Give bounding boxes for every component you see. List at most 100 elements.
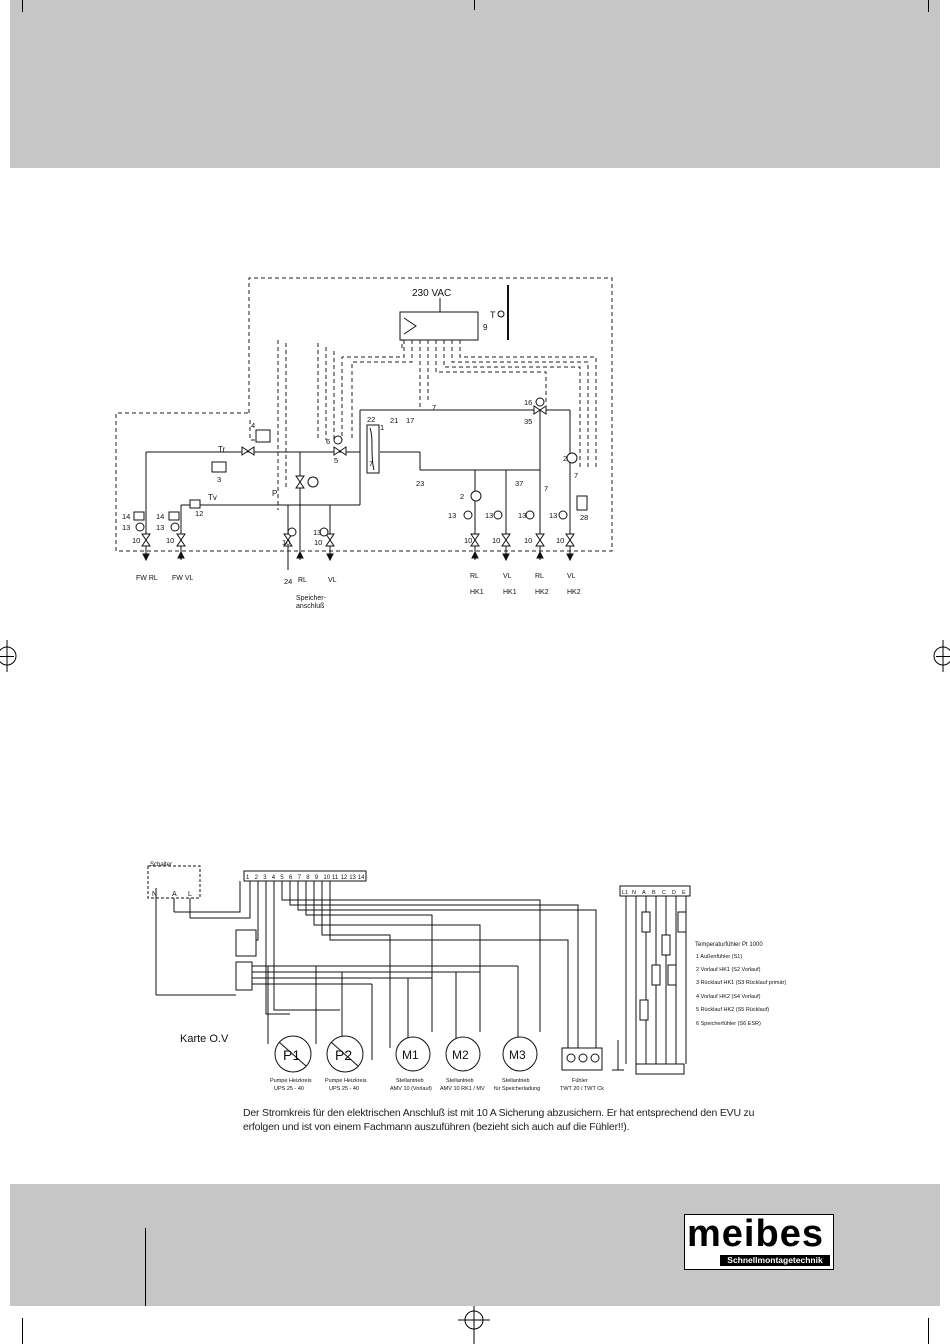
svg-text:14: 14 [156, 512, 164, 521]
svg-text:35: 35 [524, 417, 532, 426]
svg-text:HK1: HK1 [503, 589, 517, 596]
terminal-label: C [662, 890, 666, 896]
svg-text:13: 13 [448, 511, 456, 520]
registration-mark-right [933, 640, 950, 672]
svg-text:FW RL: FW RL [136, 575, 158, 582]
svg-text:37: 37 [515, 479, 523, 488]
terminal-label: 3 [263, 875, 267, 881]
svg-text:UPS 25 - 40: UPS 25 - 40 [274, 1086, 304, 1092]
svg-text:Fühler: Fühler [572, 1078, 588, 1084]
svg-text:21: 21 [390, 416, 398, 425]
terminal-label: D [672, 890, 676, 896]
meibes-logo: meibes Schnellmontagetechnik [684, 1213, 834, 1270]
terminal-label: 10 [323, 875, 330, 881]
svg-text:13: 13 [122, 523, 130, 532]
svg-text:7: 7 [574, 471, 578, 480]
svg-text:7: 7 [432, 403, 436, 412]
svg-text:Stellantrieb: Stellantrieb [396, 1078, 424, 1084]
svg-text:12: 12 [195, 509, 203, 518]
svg-text:17: 17 [406, 416, 414, 425]
svg-text:3: 3 [217, 475, 221, 484]
svg-text:RL: RL [298, 577, 307, 584]
svg-text:7: 7 [369, 459, 373, 468]
sensor-legend-items: 1 Außenfühler (S1) 2 Vorlauf HK1 (S2 Vor… [696, 954, 786, 1027]
svg-text:14: 14 [122, 512, 130, 521]
svg-text:4: 4 [251, 421, 255, 430]
terminal-label: 2 [255, 875, 259, 881]
svg-text:24: 24 [284, 577, 292, 586]
svg-text:TWT 20 / TWT Ck: TWT 20 / TWT Ck [560, 1086, 604, 1092]
svg-text:10: 10 [556, 536, 564, 545]
switch-box-title: Schalter [150, 862, 172, 868]
svg-text:Tr: Tr [218, 445, 226, 454]
terminal-label: A [642, 890, 646, 896]
svg-text:6: 6 [326, 437, 330, 446]
footer-divider [145, 1228, 146, 1306]
sensor-legend-title: Temperaturfühler Pt 1000 [695, 942, 763, 948]
wiring-safety-note: Der Stromkreis für den elektrischen Ansc… [243, 1107, 755, 1133]
svg-text:Speicher-: Speicher- [296, 595, 327, 602]
svg-text:10: 10 [464, 536, 472, 545]
terminal-label: 1 [246, 875, 250, 881]
terminal-label: 7 [298, 875, 302, 881]
terminal-label: 13 [349, 875, 356, 881]
terminal-label: 9 [315, 875, 319, 881]
terminal-label: 14 [358, 875, 365, 881]
crop-mark-bottom-right [928, 1318, 929, 1344]
pump-p2-label: P2 [335, 1047, 352, 1063]
pump-p1 [274, 1035, 312, 1073]
terminal-label: N [632, 890, 636, 896]
sensor-twt [561, 1047, 603, 1071]
plate-heat-exchanger [366, 424, 380, 474]
svg-text:5: 5 [334, 456, 338, 465]
registration-mark-left [0, 640, 17, 672]
switch-box [147, 865, 201, 995]
svg-text:RL: RL [535, 573, 544, 580]
svg-text:6 Speicherfühler (S6 ESR): 6 Speicherfühler (S6 ESR) [696, 1021, 761, 1027]
motor-symbols [395, 1036, 538, 1072]
svg-text:7: 7 [544, 484, 548, 493]
svg-text:FW VL: FW VL [172, 575, 193, 582]
motor-m3-label: M3 [509, 1048, 526, 1062]
svg-text:10: 10 [314, 538, 322, 547]
svg-text:13: 13 [549, 511, 557, 520]
terminal-label: 11 [332, 875, 339, 881]
svg-text:Pumpe Heizkreis: Pumpe Heizkreis [325, 1078, 367, 1084]
svg-text:Pumpe Heizkreis: Pumpe Heizkreis [270, 1078, 312, 1084]
motor-m2-label: M2 [452, 1048, 469, 1062]
terminal-label: 8 [306, 875, 310, 881]
svg-text:HK1: HK1 [470, 589, 484, 596]
terminal-label: 12 [341, 875, 348, 881]
crop-mark-top-right [928, 0, 929, 12]
wiring-lines [156, 881, 624, 1071]
svg-text:1 Außenfühler (S1): 1 Außenfühler (S1) [696, 954, 742, 960]
terminal-label: L1 [622, 890, 628, 896]
logo-tagline: Schnellmontagetechnik [720, 1255, 830, 1266]
svg-text:AMV 10 (Vorlauf): AMV 10 (Vorlauf) [390, 1086, 432, 1092]
svg-text:10: 10 [282, 538, 290, 547]
terminal-label: B [652, 890, 656, 896]
svg-text:RL: RL [470, 573, 479, 580]
switch-n: N [152, 891, 157, 898]
outdoor-sensor-label: T [490, 310, 496, 320]
svg-text:anschluß: anschluß [296, 603, 324, 610]
switch-a: A [172, 891, 177, 898]
svg-text:10: 10 [492, 536, 500, 545]
svg-text:13: 13 [313, 528, 321, 537]
controller-9 [399, 311, 479, 341]
svg-text:16: 16 [524, 398, 532, 407]
motor-m1-label: M1 [402, 1048, 419, 1062]
terminal-label: 4 [272, 875, 276, 881]
switch-l: L [188, 891, 192, 898]
svg-text:AMV 10 RK1 / MV: AMV 10 RK1 / MV [440, 1086, 485, 1092]
svg-text:1: 1 [380, 423, 384, 432]
svg-text:HK2: HK2 [567, 589, 581, 596]
terminal-label: 6 [289, 875, 293, 881]
svg-text:für Speicherladung: für Speicherladung [494, 1086, 540, 1092]
pumps-and-gauges [133, 397, 588, 537]
outlet-labels: FW RL FW VL RL VL RL VL RL VL HK1 HK1 HK… [136, 445, 581, 610]
svg-text:P: P [272, 489, 277, 498]
svg-text:Stellantrieb: Stellantrieb [446, 1078, 474, 1084]
